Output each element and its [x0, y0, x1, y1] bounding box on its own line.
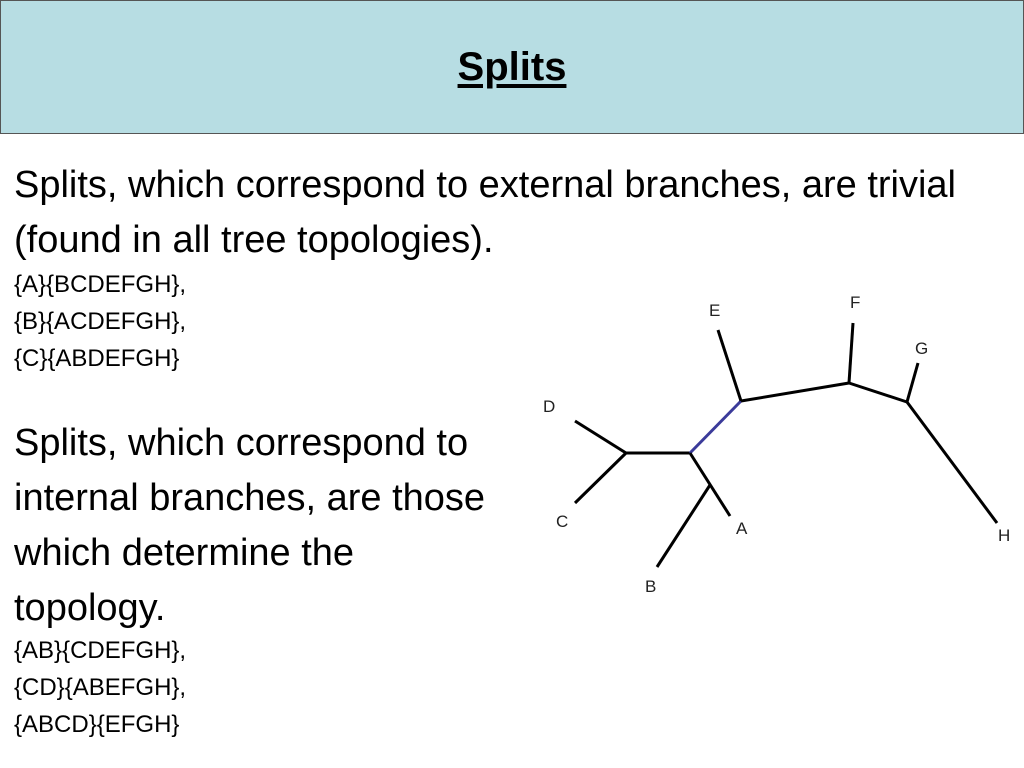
leaf-label-a: A	[736, 519, 748, 538]
branch-f	[847, 322, 855, 384]
trivial-splits-list: {A}{BCDEFGH}, {B}{ACDEFGH}, {C}{ABDEFGH}	[14, 266, 186, 377]
branch-f-g	[848, 381, 908, 404]
slide-title: Splits	[457, 45, 567, 89]
external-branches-paragraph: Splits, which correspond to external bra…	[14, 164, 957, 261]
split-item: {B}{ACDEFGH},	[14, 308, 187, 335]
leaf-label-c: C	[556, 512, 568, 531]
branch-e-f	[740, 381, 850, 403]
leaf-label-d: D	[543, 397, 555, 416]
branch-a	[688, 452, 732, 517]
branch-highlighted-ab-cd-efgh	[688, 399, 743, 455]
split-item: {ABCD}{EFGH}	[14, 711, 180, 738]
branch-h	[905, 401, 999, 524]
leaf-label-g: G	[915, 339, 928, 358]
branch-g	[905, 362, 920, 403]
internal-branches-paragraph: Splits, which correspond to internal bra…	[14, 422, 486, 629]
nontrivial-splits-list: {AB}{CDEFGH}, {CD}{ABEFGH}, {ABCD}{EFGH}	[14, 632, 186, 743]
branch-b	[655, 484, 712, 568]
branch-c	[573, 451, 628, 505]
split-item: {C}{ABDEFGH}	[14, 345, 180, 372]
leaf-label-e: E	[709, 301, 720, 320]
split-item: {CD}{ABEFGH},	[14, 674, 187, 701]
split-item: {AB}{CDEFGH},	[14, 637, 187, 664]
leaf-label-f: F	[850, 293, 860, 312]
split-item: {A}{BCDEFGH},	[14, 271, 187, 298]
branch-e	[716, 329, 743, 402]
leaf-label-b: B	[645, 577, 656, 596]
leaf-label-h: H	[998, 526, 1010, 545]
title-banner: Splits	[0, 0, 1024, 134]
branch-d	[574, 419, 627, 455]
